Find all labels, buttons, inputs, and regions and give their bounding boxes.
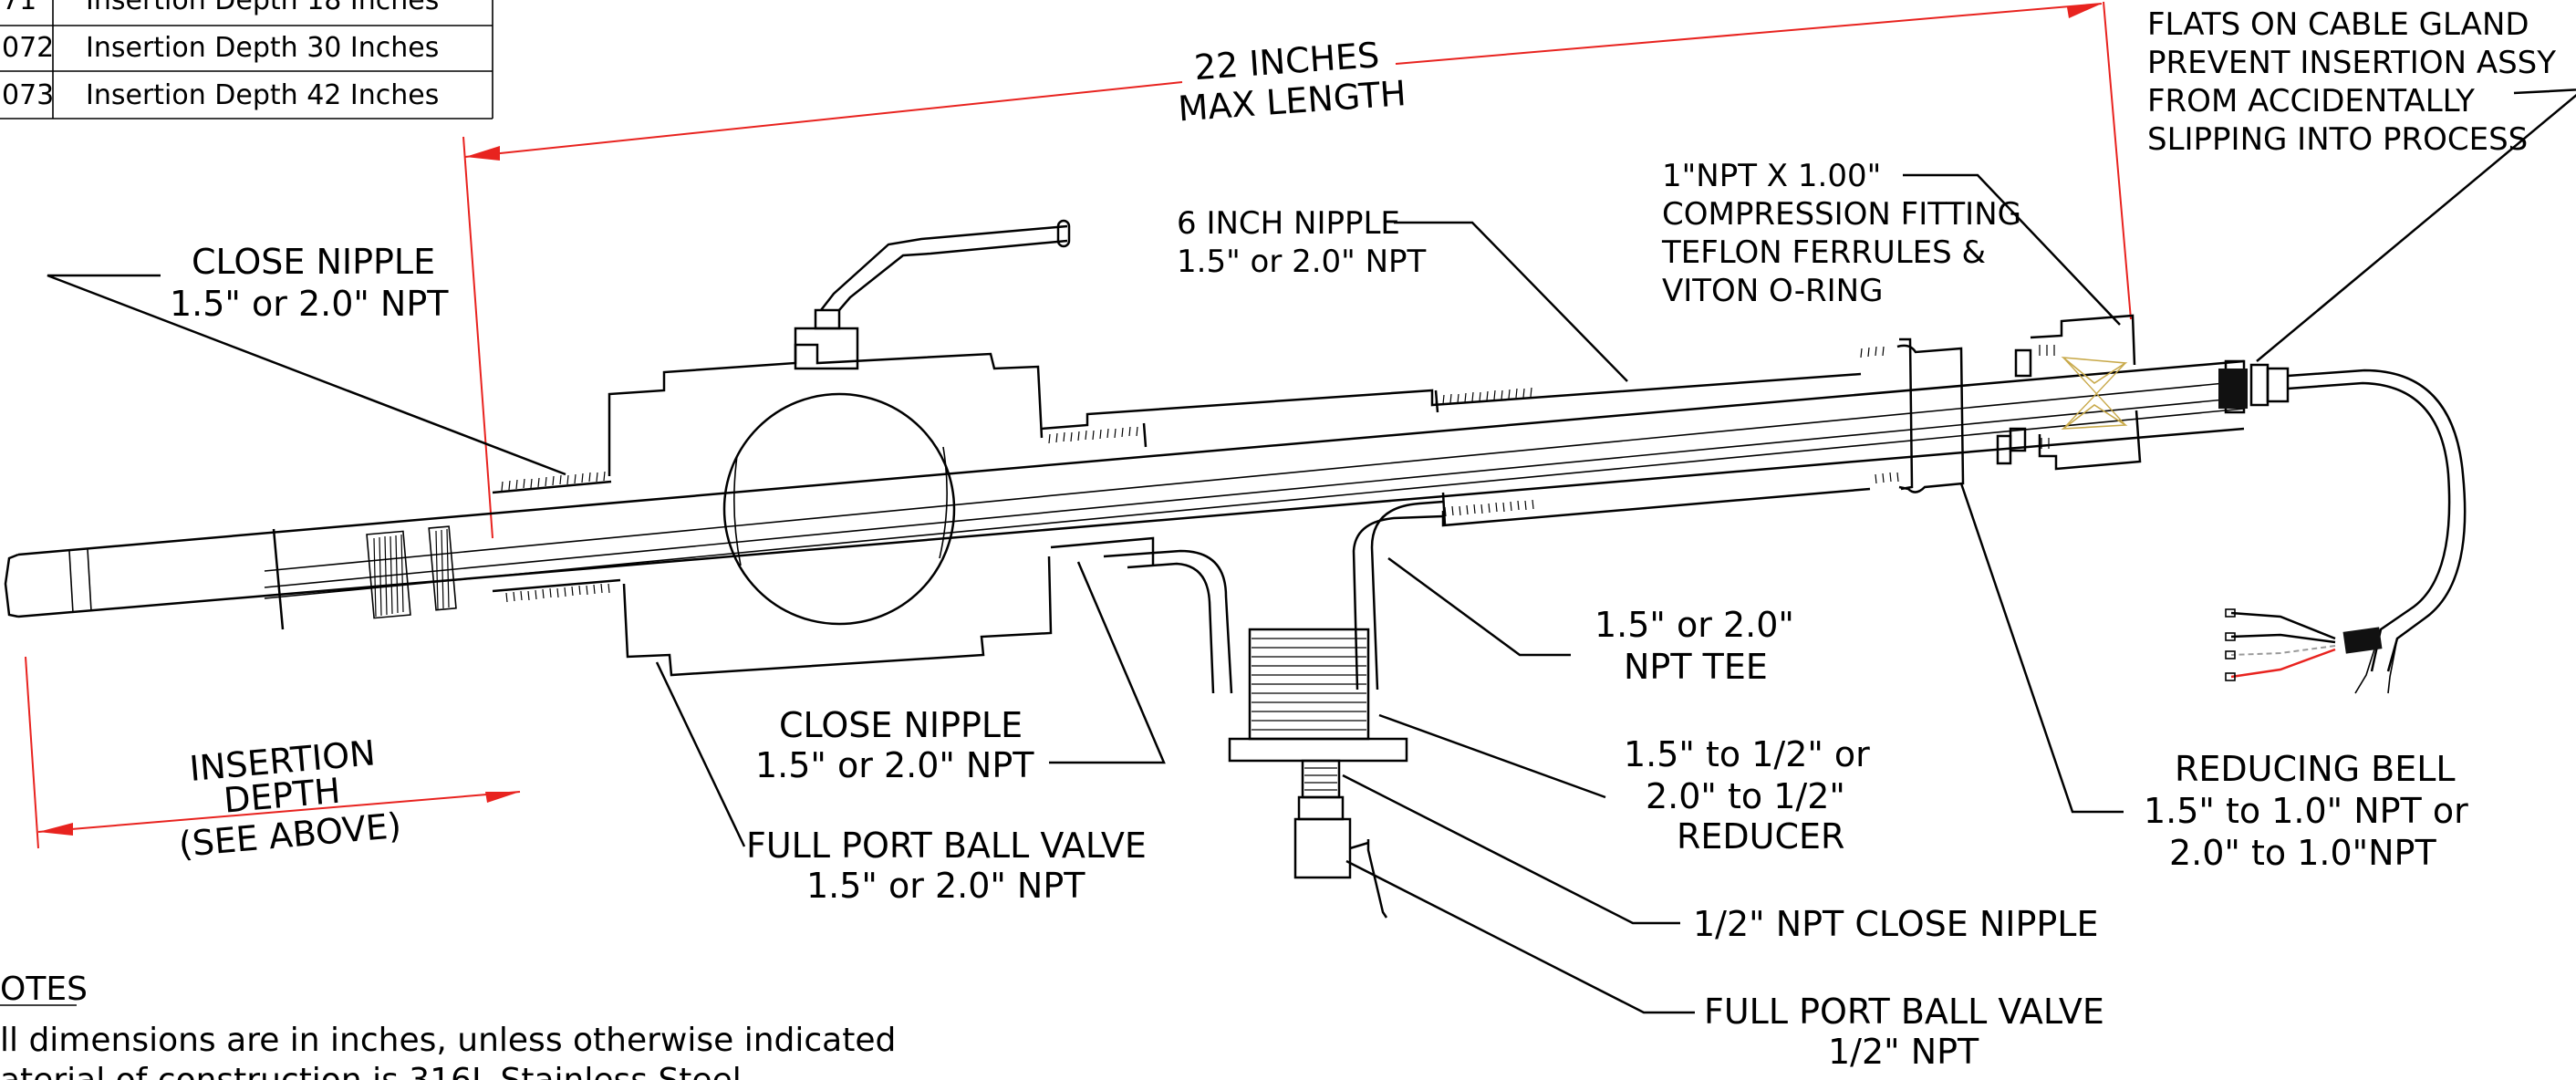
callout-half-close-nipple-line-1: 1/2" NPT CLOSE NIPPLE (1693, 904, 2098, 944)
notes-block: OTES ll dimensions are in inches, unless… (0, 971, 896, 1080)
probe-assembly (4, 219, 2467, 919)
callout-reducing-bell: REDUCING BELL 1.5" to 1.0" NPT or 2.0" t… (2144, 749, 2468, 873)
insertion-label-3: (SEE ABOVE) (177, 805, 402, 865)
callout-compression-line-3: TEFLON FERRULES & (1661, 234, 1986, 271)
npt-tee (1103, 500, 1444, 763)
callout-ball-valve-small: FULL PORT BALL VALVE 1/2" NPT (1704, 992, 2104, 1072)
callout-compression-line-2: COMPRESSION FITTING (1662, 196, 2021, 233)
callout-ball-valve-small-line-1: FULL PORT BALL VALVE (1704, 992, 2104, 1032)
callout-flats-line-3: FROM ACCIDENTALLY (2147, 83, 2475, 119)
callout-reducer-line-3: REDUCER (1677, 816, 1844, 857)
notes-line-2: aterial of construction is 316L Stainles… (0, 1062, 742, 1080)
table-row-2-desc: Insertion Depth 30 Inches (86, 32, 439, 64)
callout-reducing-bell-line-2: 1.5" to 1.0" NPT or (2144, 791, 2468, 831)
close-nipple-left (492, 471, 621, 603)
table-row-3-desc: Insertion Depth 42 Inches (86, 79, 439, 111)
callout-close-nipple-top: CLOSE NIPPLE 1.5" or 2.0" NPT (170, 242, 449, 324)
callout-npt-tee-line-2: NPT TEE (1624, 647, 1768, 687)
six-inch-nipple (1041, 346, 1899, 566)
reducing-bell (1896, 338, 2012, 493)
cable-gland (2218, 359, 2290, 414)
callout-close-nipple-bottom-line-2: 1.5" or 2.0" NPT (755, 745, 1034, 785)
large-ball-valve (608, 219, 1071, 677)
callout-compression-line-1: 1"NPT X 1.00" (1662, 158, 1881, 194)
callout-flats: FLATS ON CABLE GLAND PREVENT INSERTION A… (2147, 6, 2556, 158)
cable (2225, 369, 2467, 694)
callout-flats-line-1: FLATS ON CABLE GLAND (2147, 6, 2529, 43)
small-ball-valve (1293, 759, 1388, 919)
callout-reducer: 1.5" to 1/2" or 2.0" to 1/2" REDUCER (1624, 734, 1870, 857)
callout-ball-valve-large: FULL PORT BALL VALVE 1.5" or 2.0" NPT (746, 826, 1147, 906)
callout-npt-tee-line-1: 1.5" or 2.0" (1594, 605, 1794, 645)
callout-npt-tee: 1.5" or 2.0" NPT TEE (1594, 605, 1794, 687)
table-row-3-code: 073 (2, 79, 54, 111)
callout-compression-line-4: VITON O-RING (1662, 273, 1883, 309)
callout-close-nipple-top-line-1: CLOSE NIPPLE (192, 242, 435, 282)
callout-half-close-nipple: 1/2" NPT CLOSE NIPPLE (1693, 904, 2098, 944)
tip-thread (366, 525, 457, 619)
callout-close-nipple-bottom-line-1: CLOSE NIPPLE (779, 705, 1023, 745)
notes-line-1: ll dimensions are in inches, unless othe… (0, 1022, 896, 1059)
callout-reducing-bell-line-1: REDUCING BELL (2175, 749, 2456, 789)
table-row-1-desc: Insertion Depth 18 Inches (86, 0, 439, 16)
compression-fitting (2009, 314, 2142, 471)
insertion-depth-dimension: INSERTION DEPTH (SEE ABOVE) (25, 656, 521, 865)
callout-reducing-bell-line-3: 2.0" to 1.0"NPT (2169, 833, 2436, 873)
callout-six-inch-line-1: 6 INCH NIPPLE (1177, 205, 1400, 242)
callout-flats-line-2: PREVENT INSERTION ASSY (2147, 45, 2556, 81)
insertion-depth-table: 71 Insertion Depth 18 Inches 072 Inserti… (0, 0, 493, 119)
notes-heading: OTES (0, 971, 88, 1008)
callout-close-nipple-top-line-2: 1.5" or 2.0" NPT (170, 284, 449, 324)
table-row-1-code: 71 (2, 0, 36, 16)
callout-reducer-line-1: 1.5" to 1/2" or (1624, 734, 1870, 774)
leader-lines (47, 88, 2576, 1014)
table-row-2-code: 072 (2, 32, 54, 64)
callout-close-nipple-bottom: CLOSE NIPPLE 1.5" or 2.0" NPT (755, 705, 1034, 785)
callout-ball-valve-large-line-2: 1.5" or 2.0" NPT (806, 866, 1085, 906)
callout-ball-valve-large-line-1: FULL PORT BALL VALVE (746, 826, 1147, 866)
callout-six-inch-nipple: 6 INCH NIPPLE 1.5" or 2.0" NPT (1177, 205, 1427, 280)
callout-reducer-line-2: 2.0" to 1/2" (1646, 776, 1845, 816)
callout-six-inch-line-2: 1.5" or 2.0" NPT (1177, 244, 1427, 280)
callout-flats-line-4: SLIPPING INTO PROCESS (2147, 121, 2528, 158)
callout-ball-valve-small-line-2: 1/2" NPT (1828, 1032, 1979, 1072)
callout-compression-fitting: 1"NPT X 1.00" COMPRESSION FITTING TEFLON… (1661, 158, 2021, 309)
